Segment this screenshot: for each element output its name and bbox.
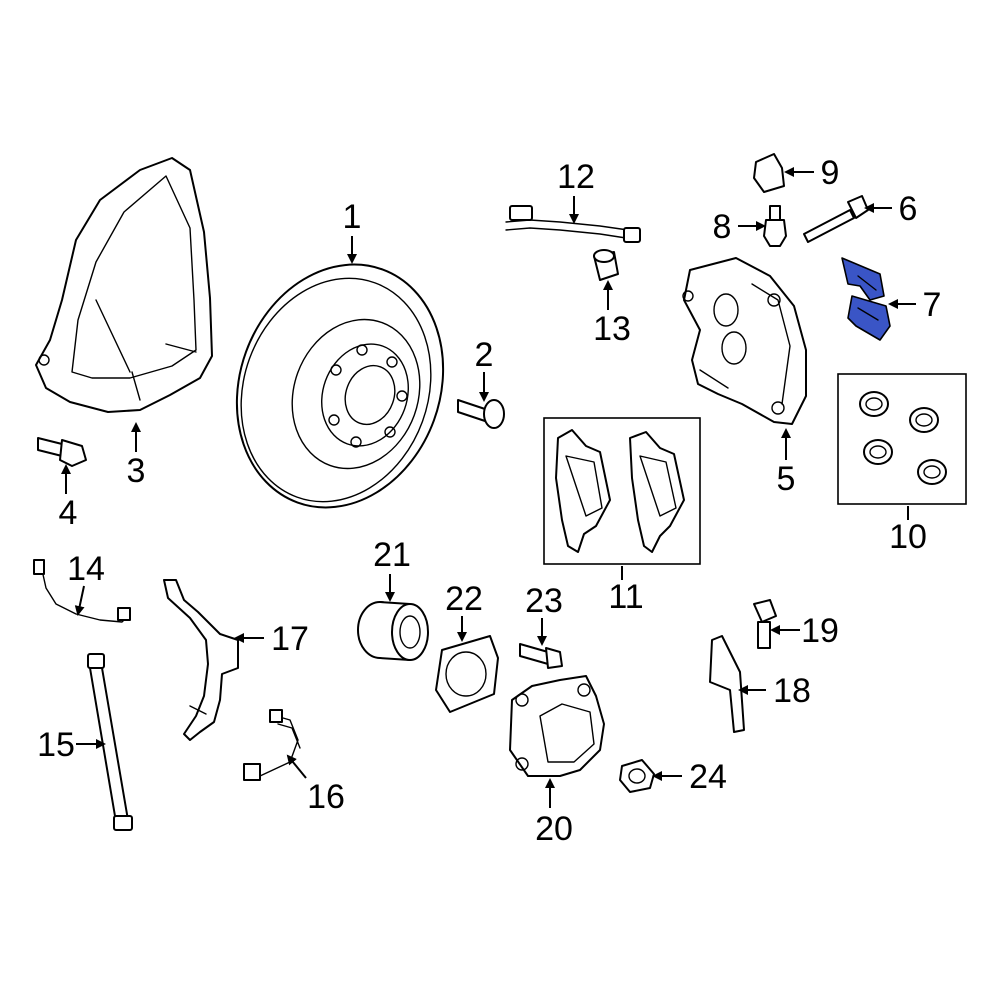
part-1-brake-rotor[interactable] bbox=[204, 235, 477, 536]
callout-9: 9 bbox=[821, 154, 840, 192]
part-3-dust-shield[interactable] bbox=[35, 157, 213, 413]
part-23-bolt[interactable] bbox=[519, 643, 563, 669]
part-18-sensor-bracket[interactable] bbox=[709, 635, 745, 733]
leader-lines bbox=[61, 167, 916, 808]
part-5-caliper[interactable] bbox=[682, 257, 807, 425]
callout-2: 2 bbox=[475, 336, 494, 374]
callout-22: 22 bbox=[445, 580, 483, 618]
callout-17: 17 bbox=[271, 620, 309, 658]
part-13-grommet[interactable] bbox=[593, 249, 619, 281]
callout-10: 10 bbox=[889, 518, 927, 556]
callout-23: 23 bbox=[525, 582, 563, 620]
part-8-bleeder[interactable] bbox=[763, 205, 787, 247]
callout-8: 8 bbox=[713, 208, 732, 246]
callout-21: 21 bbox=[373, 536, 411, 574]
callout-14: 14 bbox=[67, 550, 105, 588]
callout-19: 19 bbox=[801, 612, 839, 650]
part-24-nut[interactable] bbox=[619, 759, 655, 793]
callout-20: 20 bbox=[535, 810, 573, 848]
part-19-bolt[interactable] bbox=[753, 599, 777, 649]
callout-13: 13 bbox=[593, 310, 631, 348]
part-4-bolt[interactable] bbox=[37, 437, 87, 467]
part-11-brake-pads[interactable] bbox=[543, 417, 701, 565]
callout-12: 12 bbox=[557, 158, 595, 196]
callout-18: 18 bbox=[773, 672, 811, 710]
part-17-bracket[interactable] bbox=[163, 579, 239, 741]
part-10-seal-kit[interactable] bbox=[837, 373, 967, 505]
part-16-brake-line[interactable] bbox=[243, 709, 301, 781]
callout-3: 3 bbox=[127, 452, 146, 490]
callout-15: 15 bbox=[37, 726, 75, 764]
callout-5: 5 bbox=[777, 460, 796, 498]
part-20-wheel-hub[interactable] bbox=[509, 675, 605, 777]
part-15-brake-hose[interactable] bbox=[87, 653, 133, 831]
part-12-wear-sensor[interactable] bbox=[505, 205, 641, 243]
part-22-gasket[interactable] bbox=[435, 635, 499, 713]
part-21-wheel-bearing[interactable] bbox=[357, 601, 429, 661]
callout-24: 24 bbox=[689, 758, 727, 796]
callout-4: 4 bbox=[59, 494, 78, 532]
callout-labels: 1 2 3 4 5 6 7 8 9 10 11 12 13 14 15 16 1… bbox=[37, 154, 941, 848]
part-2-bolt[interactable] bbox=[457, 399, 505, 429]
part-7-pad-clip-highlighted[interactable] bbox=[841, 257, 891, 341]
callout-1: 1 bbox=[343, 198, 362, 236]
callout-16: 16 bbox=[307, 778, 345, 816]
callout-11: 11 bbox=[608, 578, 643, 616]
part-6-guide-pin[interactable] bbox=[803, 195, 869, 243]
callout-7: 7 bbox=[923, 286, 942, 324]
part-9-clip[interactable] bbox=[753, 153, 785, 193]
callout-6: 6 bbox=[899, 190, 918, 228]
